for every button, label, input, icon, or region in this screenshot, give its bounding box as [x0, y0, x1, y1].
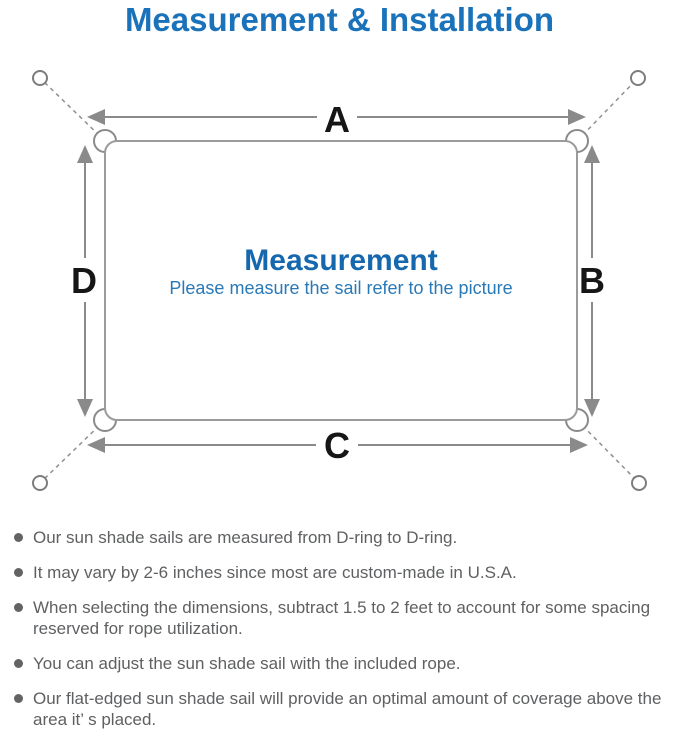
- corner-rope-dash-bottom-left: [39, 419, 106, 484]
- corner-rope-dash-top-left: [39, 77, 106, 142]
- dimension-label-b: B: [579, 260, 605, 301]
- diagram-center-heading: Measurement: [244, 244, 437, 277]
- dimension-label-c: C: [324, 425, 350, 466]
- list-item: Our flat-edged sun shade sail will provi…: [14, 688, 671, 730]
- anchor-point-icon-bottom-right: [631, 475, 647, 491]
- dimension-arrow-b: [584, 145, 600, 417]
- note-text: When selecting the dimensions, subtract …: [33, 598, 651, 638]
- dimension-arrow-a: [87, 109, 586, 125]
- bullet-icon: [14, 659, 23, 668]
- dimension-arrow-d: [77, 145, 93, 417]
- bullet-icon: [14, 568, 23, 577]
- dimension-arrow-c: [87, 437, 588, 453]
- note-text: Our flat-edged sun shade sail will provi…: [33, 689, 662, 729]
- note-text: Our sun shade sails are measured from D-…: [33, 528, 458, 547]
- page-title: Measurement & Installation: [124, 1, 555, 38]
- list-item: When selecting the dimensions, subtract …: [14, 597, 671, 639]
- diagram-center-subtitle: Please measure the sail refer to the pic…: [169, 278, 512, 298]
- bullet-icon: [14, 694, 23, 703]
- measurement-diagram: A C D B Measurement Please measure the s…: [32, 70, 647, 491]
- dimension-label-a: A: [324, 99, 350, 140]
- corner-rope-dash-bottom-right: [576, 419, 640, 484]
- anchor-point-icon-top-right: [630, 70, 646, 86]
- bullet-icon: [14, 603, 23, 612]
- sail-outline: [104, 140, 578, 421]
- dimension-label-d: D: [71, 260, 97, 301]
- list-item: It may vary by 2-6 inches since most are…: [14, 562, 671, 583]
- bullet-icon: [14, 533, 23, 542]
- anchor-point-icon-bottom-left: [32, 475, 48, 491]
- note-text: It may vary by 2-6 inches since most are…: [33, 563, 517, 582]
- anchor-point-icon-top-left: [32, 70, 48, 86]
- note-text: You can adjust the sun shade sail with t…: [33, 654, 461, 673]
- list-item: You can adjust the sun shade sail with t…: [14, 653, 671, 674]
- corner-rope-dash-top-right: [576, 77, 639, 142]
- list-item: Our sun shade sails are measured from D-…: [14, 527, 671, 548]
- notes-list: Our sun shade sails are measured from D-…: [14, 527, 671, 744]
